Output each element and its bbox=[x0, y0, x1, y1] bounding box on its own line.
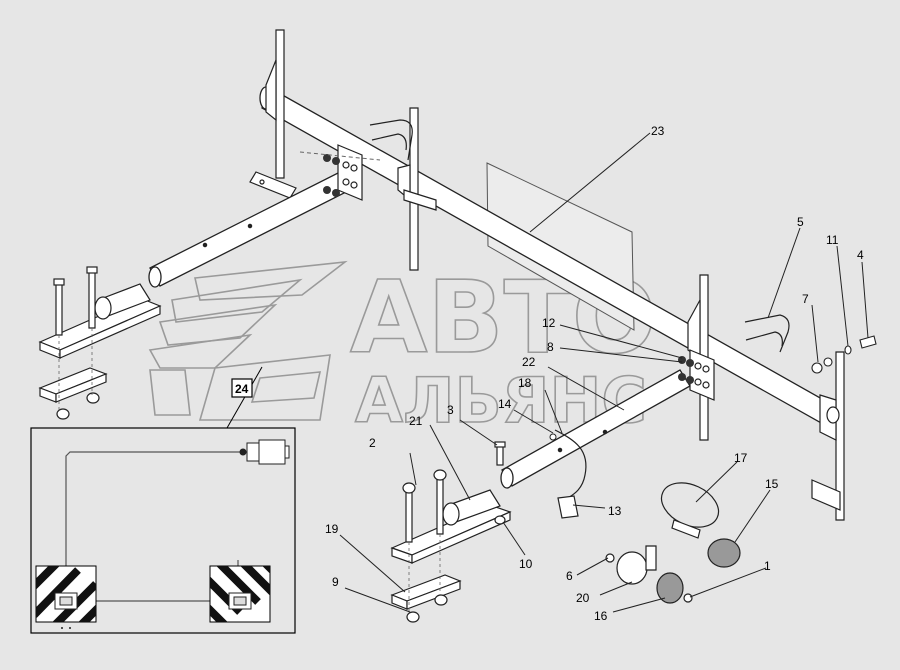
callout-16: 16 bbox=[594, 609, 608, 623]
callout-10: 10 bbox=[519, 557, 533, 571]
callout-18: 18 bbox=[518, 376, 532, 390]
reflector-group bbox=[605, 482, 741, 604]
callout-15: 15 bbox=[765, 477, 779, 491]
right-clamp-assembly bbox=[390, 441, 512, 623]
inset-label-box bbox=[231, 378, 253, 398]
right-flange-plate bbox=[689, 349, 715, 401]
inset-sign-right bbox=[209, 565, 271, 623]
right-clamp-guides bbox=[408, 534, 441, 612]
left-flange-nuts bbox=[323, 154, 340, 197]
end-bracket bbox=[811, 351, 845, 521]
inset-label: 24 bbox=[235, 382, 249, 396]
left-side-tube bbox=[148, 171, 351, 288]
inset-wire-main bbox=[65, 451, 245, 566]
callout-21: 21 bbox=[409, 414, 423, 428]
inset-sign-left bbox=[35, 565, 97, 623]
wire-grommet bbox=[549, 433, 557, 441]
callout-9: 9 bbox=[332, 575, 339, 589]
callout-labels: 1 2 3 4 5 6 7 8 9 10 11 12 13 14 15 16 1… bbox=[325, 124, 864, 623]
callout-3: 3 bbox=[447, 403, 454, 417]
left-clamp-assembly bbox=[38, 266, 162, 420]
inset-frame bbox=[30, 427, 296, 634]
right-end-hardware bbox=[811, 335, 877, 374]
reflector-screw bbox=[683, 593, 693, 603]
callout-8: 8 bbox=[547, 340, 554, 354]
reflector-lens-small bbox=[656, 572, 684, 604]
left-clamp-guides bbox=[58, 328, 93, 410]
callout-23: 23 bbox=[651, 124, 665, 138]
callout-4: 4 bbox=[857, 248, 864, 262]
callout-20: 20 bbox=[576, 591, 590, 605]
callout-2: 2 bbox=[369, 436, 376, 450]
reflector-nut bbox=[605, 553, 615, 563]
callout-17: 17 bbox=[734, 451, 748, 465]
u-bolt-upper bbox=[369, 119, 413, 161]
wire-connector bbox=[557, 495, 579, 519]
left-flange-plate bbox=[337, 144, 363, 201]
middle-upright-bracket bbox=[397, 107, 437, 271]
callout-5: 5 bbox=[797, 215, 804, 229]
reflector-ring-clamp bbox=[671, 519, 701, 539]
callout-14: 14 bbox=[498, 397, 512, 411]
reflector-base bbox=[616, 551, 648, 585]
left-upright-bracket bbox=[249, 29, 297, 199]
leader-lines bbox=[339, 132, 869, 613]
wiring-inset: 24 bbox=[30, 366, 296, 634]
inset-plug bbox=[239, 439, 290, 465]
u-bolt-lower bbox=[744, 314, 790, 353]
callout-12: 12 bbox=[542, 316, 556, 330]
callout-6: 6 bbox=[566, 569, 573, 583]
callout-1: 1 bbox=[764, 559, 771, 573]
reflector-lens-large bbox=[707, 538, 741, 568]
callout-22: 22 bbox=[522, 355, 536, 369]
callout-7: 7 bbox=[802, 292, 809, 306]
callout-13: 13 bbox=[608, 504, 622, 518]
left-flange-centerline bbox=[299, 151, 381, 161]
reflector-stud bbox=[645, 545, 657, 571]
inset-dot bbox=[61, 627, 63, 629]
watermark-logo bbox=[148, 260, 348, 421]
callout-19: 19 bbox=[325, 522, 339, 536]
callout-11: 11 bbox=[826, 233, 839, 247]
inset-dot bbox=[69, 627, 71, 629]
